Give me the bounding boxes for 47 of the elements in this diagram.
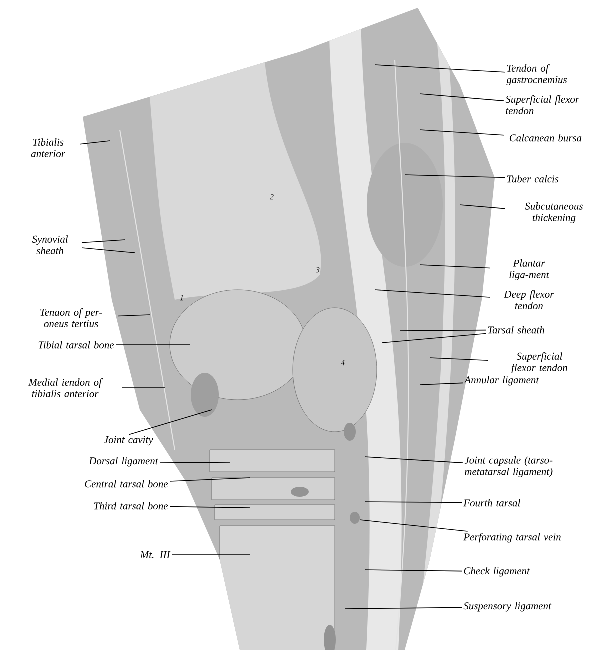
leader-line (430, 358, 488, 362)
part-label: Dorsal ligament (89, 457, 158, 467)
part-label: Superficial flexor tendon (512, 352, 568, 374)
leader-line (118, 314, 150, 317)
leader-line (82, 240, 126, 244)
part-label: Check ligament (464, 567, 530, 577)
part-label: Superficial flexor tendon (506, 96, 580, 114)
part-label: Fourth tarsal (464, 499, 520, 507)
leader-line (160, 462, 230, 464)
leader-line (420, 130, 504, 136)
part-label: Tibial tarsal bone (38, 341, 114, 349)
part-label: Medial iendon of tibialis anterior (28, 378, 104, 398)
leader-line (460, 204, 506, 210)
part-label: Suspensory ligament (464, 602, 552, 612)
part-label: Joint cavity (104, 436, 154, 446)
leader-line (364, 502, 462, 504)
leader-line (170, 506, 250, 508)
part-label: Mt. III (140, 552, 171, 558)
leader-line (170, 478, 250, 482)
leader-line (420, 264, 490, 269)
part-label: Central tarsal bone (85, 480, 168, 488)
leader-line (128, 410, 212, 436)
part-label: Tibialis anterior (31, 138, 66, 158)
part-label: Joint capsule (tarso-metatarsal ligament) (464, 456, 553, 478)
leader-line (420, 94, 504, 102)
leader-line (172, 554, 250, 556)
leader-line (82, 248, 136, 254)
part-label: Tenaon of per-oneus tertius (40, 308, 102, 328)
part-label: Third tarsal bone (94, 502, 168, 510)
part-label: Plantar liga-ment (510, 260, 550, 280)
leader-line (400, 330, 486, 332)
leader-line (364, 570, 462, 572)
part-label: Deep flexor tendon (504, 290, 554, 310)
leader-line (420, 382, 464, 386)
part-label: Subcutaneous thickening (525, 202, 583, 224)
leader-line (344, 607, 462, 610)
part-label: Tarsal sheath (488, 326, 544, 334)
part-label: Perforating tarsal vein (464, 533, 561, 543)
part-label: Tendon of gastrocnemius (506, 64, 567, 86)
part-label: Tuber calcis (507, 175, 559, 183)
part-label: Calcanean bursa (510, 134, 582, 142)
leader-line (360, 520, 468, 532)
part-label: Synovial sheath (32, 236, 68, 254)
leader-line (80, 140, 110, 145)
leader-line (382, 333, 486, 344)
leader-line (374, 64, 506, 73)
part-label: Annular ligament (464, 376, 540, 386)
